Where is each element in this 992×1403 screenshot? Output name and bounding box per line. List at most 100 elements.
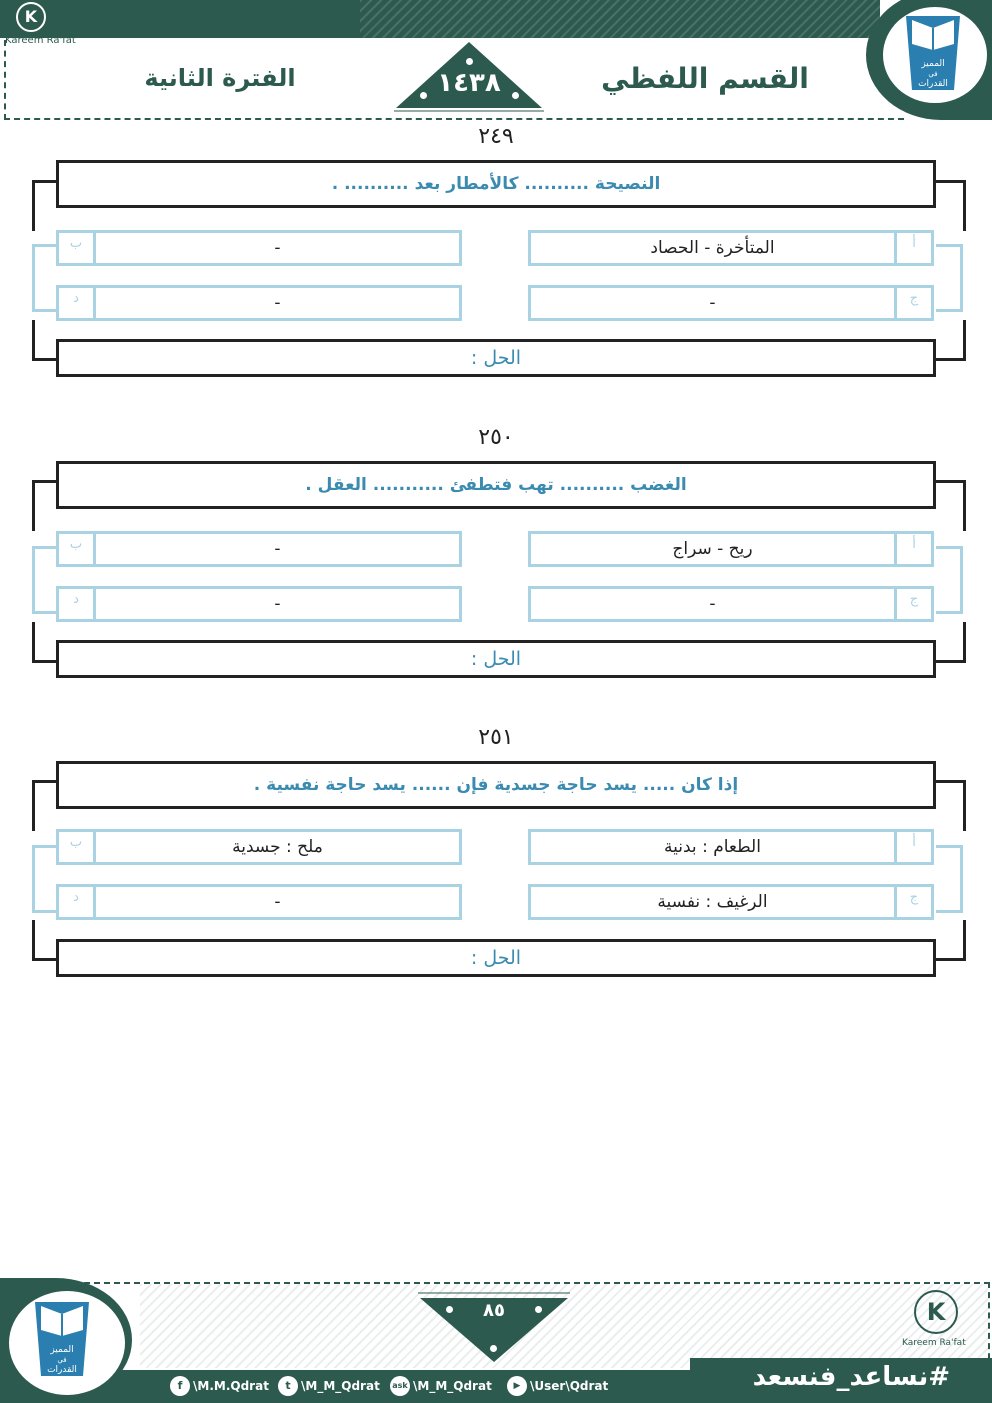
book-logo-icon: المميز في القدرات bbox=[35, 1302, 89, 1376]
book-logo-icon: المميز في القدرات bbox=[906, 16, 960, 90]
social-handle: \User\Qdrat bbox=[530, 1379, 609, 1393]
header-stripes bbox=[360, 0, 880, 38]
solution-label: الحل : bbox=[470, 947, 522, 969]
brand-logo-icon: K bbox=[16, 2, 46, 32]
option-letter: أ bbox=[894, 534, 931, 564]
option-b[interactable]: ب ملح : جسدية bbox=[56, 829, 462, 865]
option-c[interactable]: ج الرغيف : نفسية bbox=[528, 884, 934, 920]
logo-text-3: القدرات bbox=[47, 1365, 77, 1375]
ask-icon: ask bbox=[390, 1376, 410, 1396]
dot-icon bbox=[512, 92, 519, 99]
twitter-icon: t bbox=[278, 1376, 298, 1396]
dot-icon bbox=[420, 92, 427, 99]
option-letter: أ bbox=[894, 233, 931, 263]
option-a[interactable]: أ الطعام : بدنية bbox=[528, 829, 934, 865]
period-title: الفترة الثانية bbox=[144, 64, 296, 92]
question-number: ٢٥١ bbox=[478, 725, 514, 750]
dot-icon bbox=[446, 1306, 453, 1313]
option-text: ملح : جسدية bbox=[232, 837, 323, 857]
question-stem: إذا كان ..... يسد حاجة جسدية فإن ...... … bbox=[253, 775, 739, 795]
option-letter: ب bbox=[59, 832, 96, 862]
brand-name: Kareem Ra'fat bbox=[902, 1338, 966, 1348]
footer-band-upper bbox=[690, 1358, 992, 1370]
page-number-triangle-icon bbox=[418, 1292, 570, 1362]
footer-dashed-frame bbox=[4, 1282, 990, 1400]
option-text: - bbox=[274, 539, 281, 559]
option-letter: ج bbox=[894, 288, 931, 318]
options-bracket-left bbox=[32, 546, 59, 614]
option-text: - bbox=[709, 293, 716, 313]
option-letter: أ bbox=[894, 832, 931, 862]
facebook-icon: f bbox=[170, 1376, 190, 1396]
options-bracket-left bbox=[32, 845, 59, 913]
option-text: - bbox=[274, 594, 281, 614]
solution-box[interactable]: الحل : bbox=[56, 339, 936, 377]
question-stem: النصيحة .......... كالأمطار بعد ........… bbox=[331, 174, 661, 194]
question-stem: الغضب .......... تهب فتطفئ ........... ا… bbox=[305, 475, 687, 495]
youtube-icon: ▶ bbox=[507, 1376, 527, 1396]
question-stem-box: الغضب .......... تهب فتطفئ ........... ا… bbox=[56, 461, 936, 509]
social-handle: \M_M_Qdrat bbox=[301, 1379, 380, 1393]
logo-text-1: المميز bbox=[49, 1345, 73, 1355]
solution-label: الحل : bbox=[470, 648, 522, 670]
brand-name: Kareem Ra'fat bbox=[5, 35, 76, 46]
dot-icon bbox=[535, 1306, 542, 1313]
social-link-youtube[interactable]: ▶ \User\Qdrat bbox=[507, 1376, 608, 1396]
option-b[interactable]: ب - bbox=[56, 531, 462, 567]
social-link-twitter[interactable]: t \M_M_Qdrat bbox=[278, 1376, 380, 1396]
options-bracket-left bbox=[32, 244, 59, 312]
option-letter: ج bbox=[894, 887, 931, 917]
brand-logo-icon: K bbox=[914, 1290, 958, 1334]
option-text: الطعام : بدنية bbox=[664, 837, 761, 857]
footer-band bbox=[0, 1370, 992, 1403]
year-label: ١٤٣٨ bbox=[437, 68, 501, 98]
logo-text-2: في bbox=[57, 1356, 66, 1364]
option-letter: ب bbox=[59, 534, 96, 564]
logo-text-3: القدرات bbox=[918, 79, 948, 89]
header-dashed-frame bbox=[4, 40, 904, 120]
option-text: - bbox=[274, 293, 281, 313]
year-triangle-icon bbox=[394, 42, 544, 112]
header-band bbox=[0, 0, 880, 38]
dot-icon bbox=[466, 58, 473, 65]
option-text: - bbox=[274, 892, 281, 912]
option-letter: د bbox=[59, 887, 96, 917]
social-link-facebook[interactable]: f \M.M.Qdrat bbox=[170, 1376, 269, 1396]
question-number: ٢٤٩ bbox=[478, 124, 514, 149]
options-bracket-right bbox=[936, 845, 963, 913]
option-a[interactable]: أ المتأخرة - الحصاد bbox=[528, 230, 934, 266]
option-text: - bbox=[274, 238, 281, 258]
option-a[interactable]: أ ريح - سراج bbox=[528, 531, 934, 567]
option-c[interactable]: ج - bbox=[528, 586, 934, 622]
hashtag: #نساعد_فنسعد bbox=[752, 1362, 950, 1392]
option-d[interactable]: د - bbox=[56, 586, 462, 622]
dot-icon bbox=[490, 1345, 497, 1352]
social-handle: \M.M.Qdrat bbox=[193, 1379, 269, 1393]
option-text: المتأخرة - الحصاد bbox=[650, 238, 775, 258]
solution-box[interactable]: الحل : bbox=[56, 939, 936, 977]
option-letter: د bbox=[59, 589, 96, 619]
option-letter: ب bbox=[59, 233, 96, 263]
social-link-ask[interactable]: ask \M_M_Qdrat bbox=[390, 1376, 492, 1396]
solution-box[interactable]: الحل : bbox=[56, 640, 936, 678]
section-title: القسم اللفظي bbox=[601, 62, 809, 95]
social-handle: \M_M_Qdrat bbox=[413, 1379, 492, 1393]
options-bracket-right bbox=[936, 244, 963, 312]
solution-label: الحل : bbox=[470, 347, 522, 369]
question-stem-box: النصيحة .......... كالأمطار بعد ........… bbox=[56, 160, 936, 208]
question-number: ٢٥٠ bbox=[478, 425, 514, 450]
option-letter: ج bbox=[894, 589, 931, 619]
option-d[interactable]: د - bbox=[56, 285, 462, 321]
page-number: ٨٥ bbox=[483, 1300, 505, 1321]
options-bracket-right bbox=[936, 546, 963, 614]
question-stem-box: إذا كان ..... يسد حاجة جسدية فإن ...... … bbox=[56, 761, 936, 809]
option-d[interactable]: د - bbox=[56, 884, 462, 920]
option-text: - bbox=[709, 594, 716, 614]
logo-text-1: المميز bbox=[920, 59, 944, 69]
option-b[interactable]: ب - bbox=[56, 230, 462, 266]
option-c[interactable]: ج - bbox=[528, 285, 934, 321]
logo-text-2: في bbox=[928, 70, 937, 78]
option-text: ريح - سراج bbox=[672, 539, 753, 559]
option-text: الرغيف : نفسية bbox=[657, 892, 768, 912]
option-letter: د bbox=[59, 288, 96, 318]
